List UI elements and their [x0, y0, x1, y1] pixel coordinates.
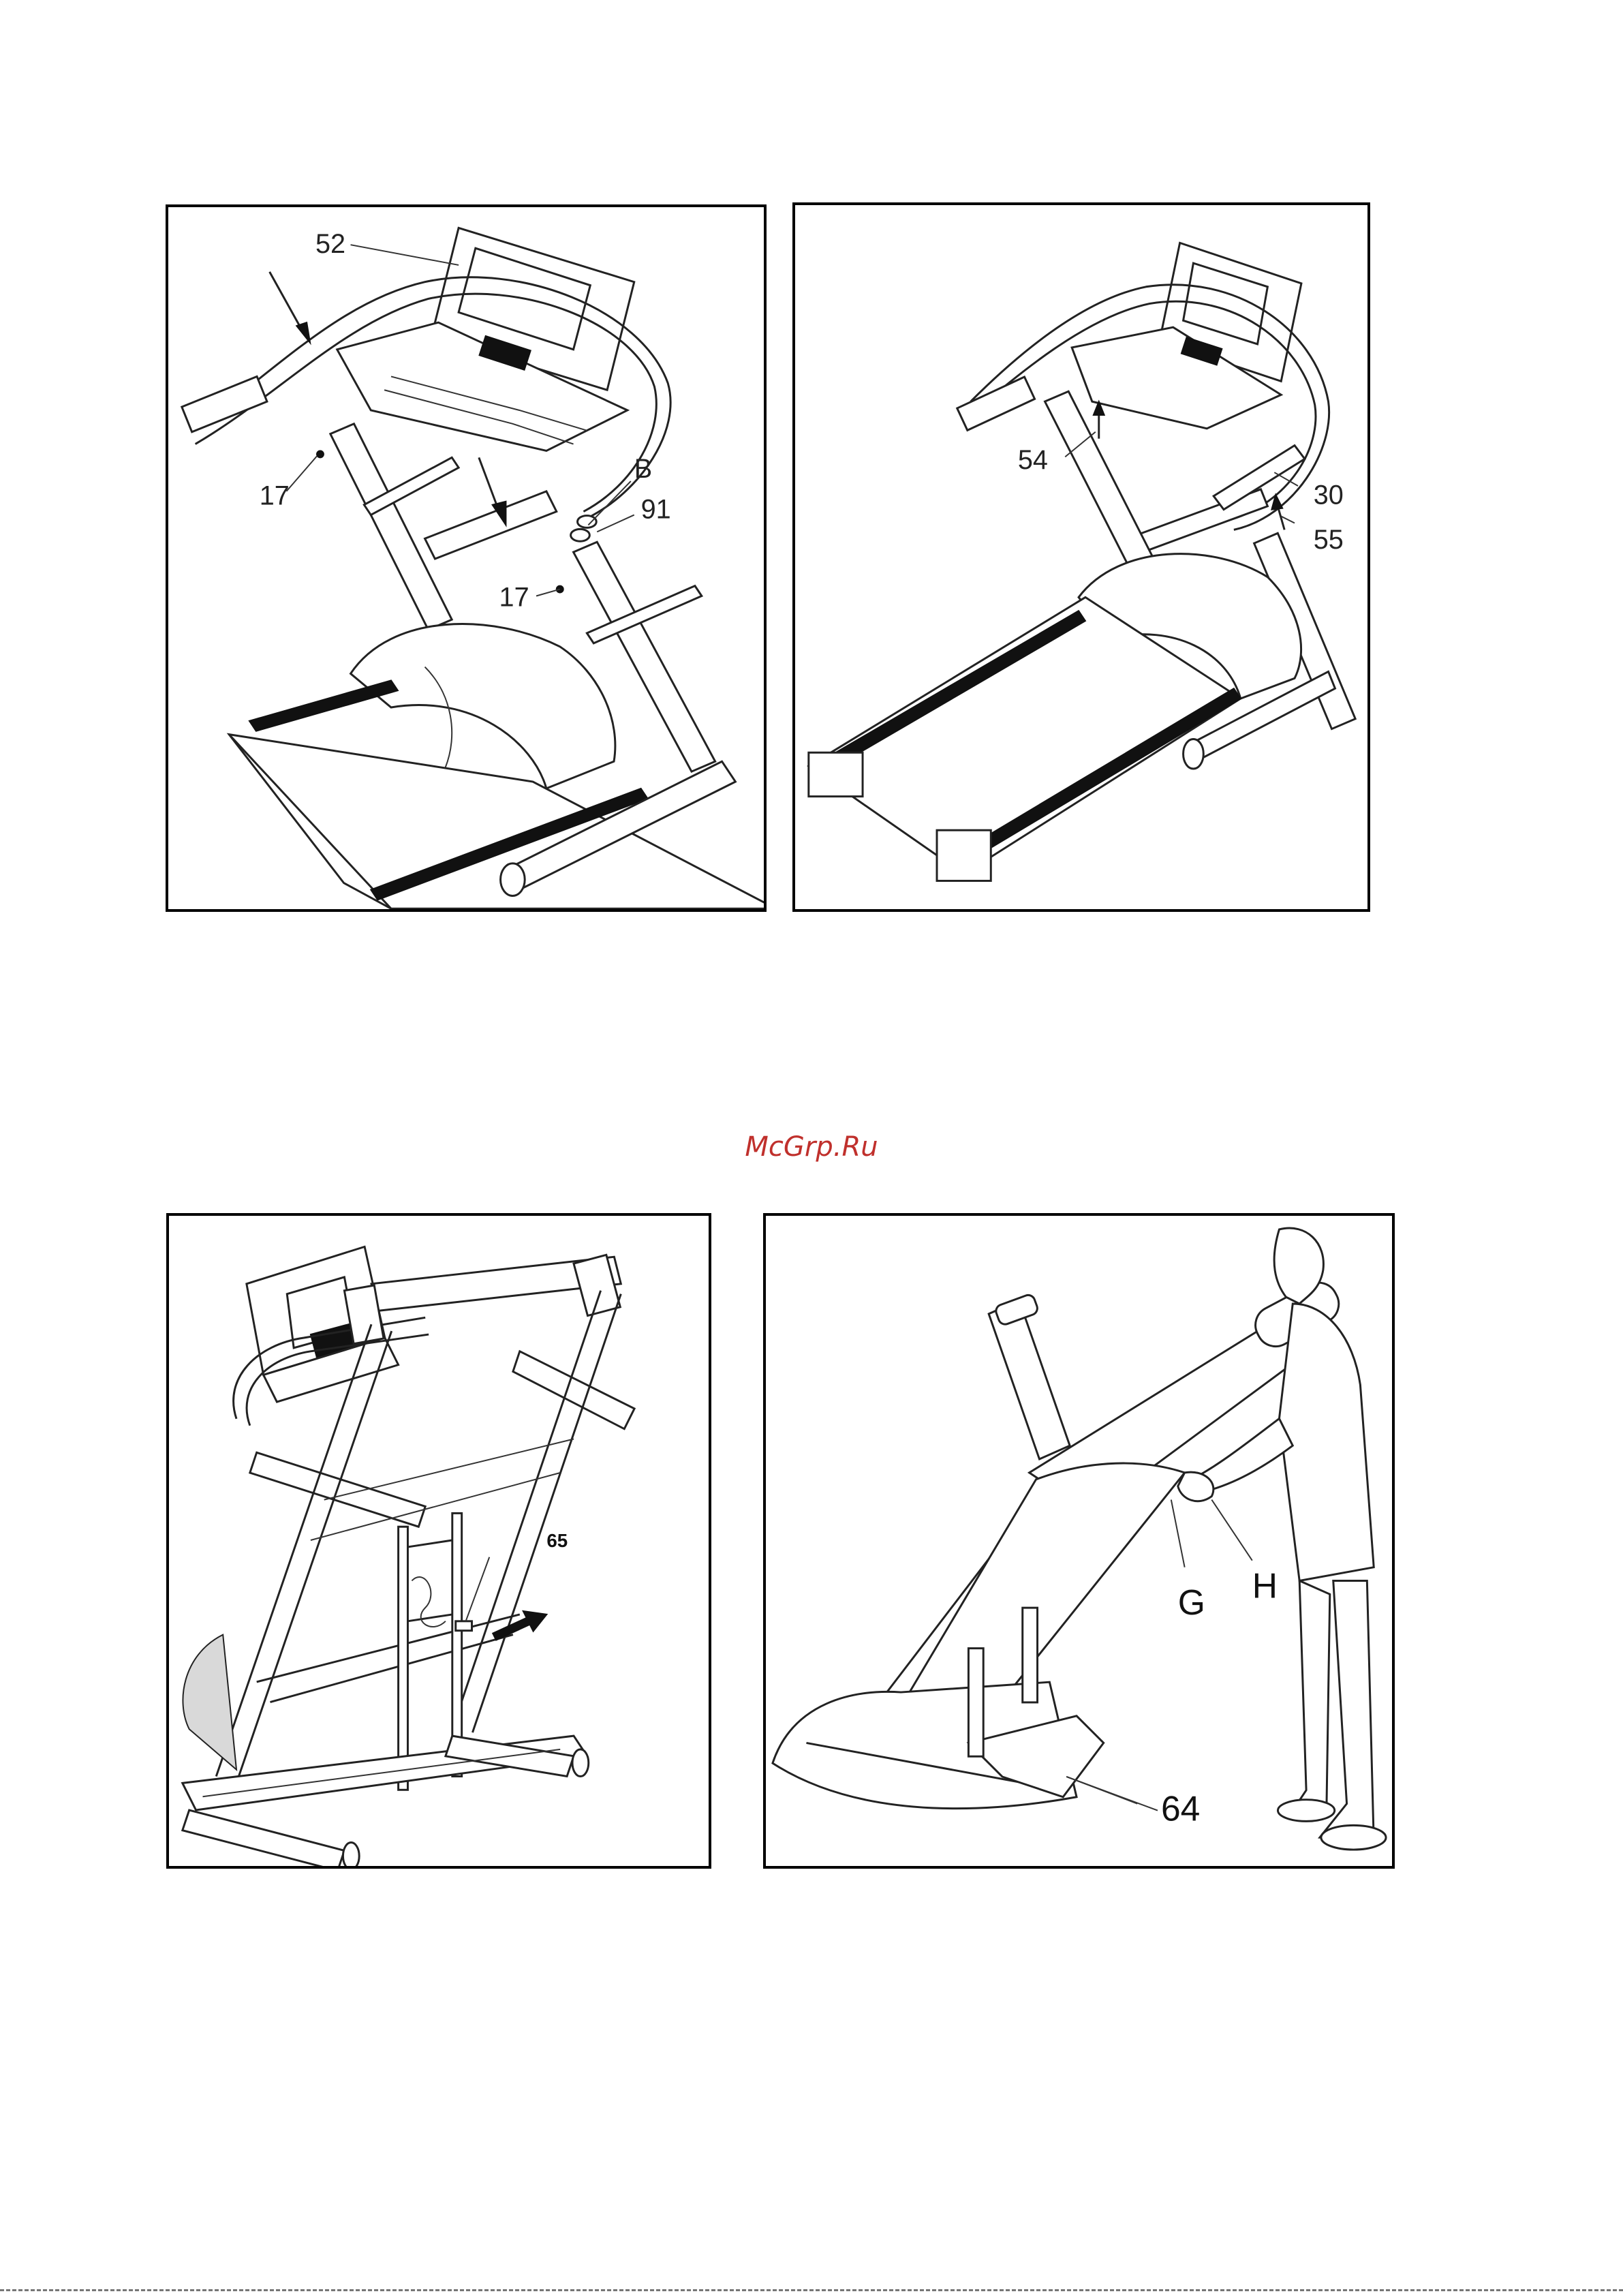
figure-moving-treadmill: H G 64 [763, 1213, 1395, 1869]
figure-console-mounting: 52 17 B 91 17 [166, 204, 767, 912]
page-bottom-rule [0, 2289, 1623, 2291]
part-label-17-upper: 17 [260, 481, 290, 511]
part-label-64: 64 [1161, 1788, 1200, 1828]
treadmill-console-drawing: 52 17 B 91 17 [168, 207, 764, 909]
watermark-text: McGrp.Ru [0, 1131, 1623, 1163]
part-label-B: B [634, 454, 652, 484]
part-label-17-lower: 17 [499, 582, 529, 612]
part-label-G: G [1178, 1582, 1205, 1622]
part-label-55: 55 [1314, 525, 1344, 555]
folded-treadmill-drawing: 65 [169, 1216, 709, 1866]
figure-folded-treadmill: 65 [166, 1213, 711, 1869]
treadmill-handrail-drawing: 54 30 55 [795, 205, 1367, 909]
figure-handrail-mounting: 54 30 55 [792, 202, 1370, 912]
part-label-65: 65 [546, 1530, 568, 1551]
console [337, 228, 634, 450]
person-moving-treadmill-drawing: H G 64 [766, 1216, 1392, 1866]
part-label-52: 52 [315, 229, 345, 259]
part-label-54: 54 [1018, 445, 1048, 475]
part-label-H: H [1252, 1565, 1278, 1605]
part-label-30: 30 [1314, 480, 1344, 510]
part-label-91: 91 [641, 495, 671, 525]
